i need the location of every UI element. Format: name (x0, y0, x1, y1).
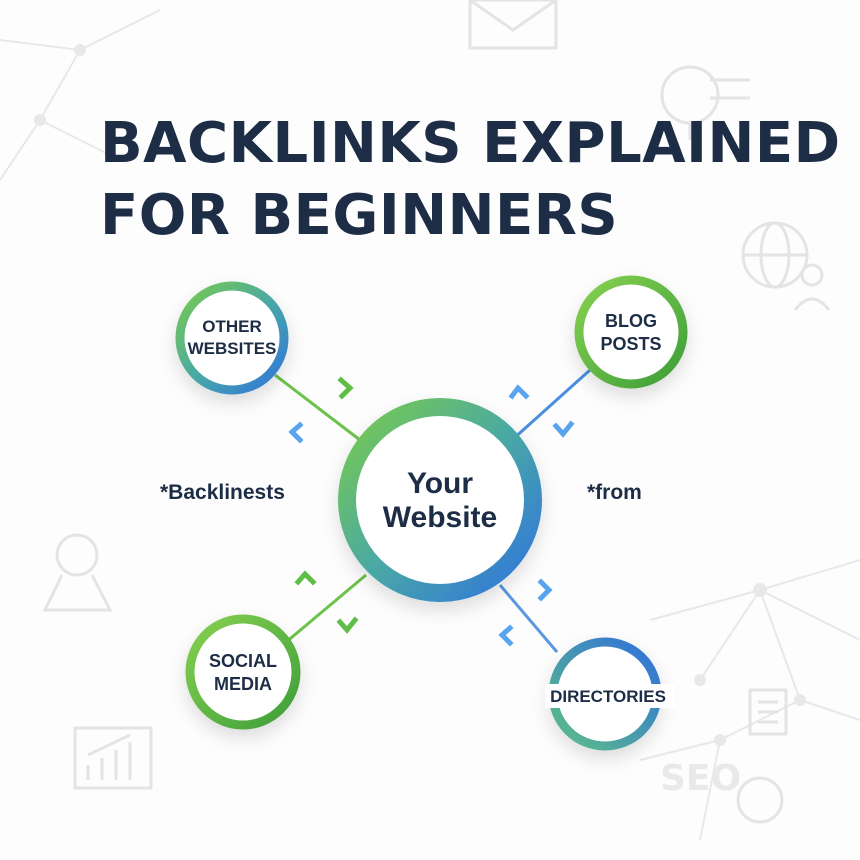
page-title: BACKLINKS EXPLAINED FOR BEGINNERS (100, 108, 841, 252)
chevron-right-icon (537, 578, 553, 602)
chevron-up-icon (294, 570, 317, 586)
center-label-line1: Your (407, 467, 473, 500)
chart-icon (73, 726, 153, 790)
connector-social-media (284, 573, 367, 645)
center-node-your-website: Your Website (338, 398, 542, 602)
node-label: SOCIAL (209, 651, 277, 671)
node-label: BLOG (605, 311, 657, 331)
magnifier-seo-icon (660, 65, 750, 140)
node-label: MEDIA (214, 674, 272, 694)
center-label-line2: Website (383, 501, 497, 534)
node-blog-posts: BLOG POSTS (574, 275, 688, 389)
node-social-media: SOCIAL MEDIA (185, 614, 301, 730)
envelope-icon (468, 0, 558, 50)
chevron-up-icon (508, 384, 530, 400)
connector-directories (498, 584, 559, 653)
node-directories: DIRECTORIES (545, 637, 675, 751)
chevron-left-icon (498, 624, 514, 647)
chevron-left-icon (288, 421, 304, 444)
chevron-right-icon (337, 376, 354, 400)
side-label-right: *from (587, 481, 642, 504)
map-icon (736, 776, 784, 824)
globe-user-icon (741, 221, 831, 311)
connector-blog-posts (510, 368, 592, 442)
title-line2: FOR BEGINNERS (100, 183, 619, 248)
node-label: POSTS (600, 334, 661, 354)
node-other-websites: OTHER WEBSITES (175, 281, 289, 395)
chevron-down-icon (552, 420, 575, 438)
seo-background-text: SEO (660, 758, 741, 799)
title-line1: BACKLINKS EXPLAINED (100, 111, 841, 176)
node-label: WEBSITES (188, 339, 277, 358)
connector-other-websites (274, 373, 361, 442)
chevron-down-icon (336, 616, 359, 634)
document-icon (748, 688, 788, 736)
node-label: DIRECTORIES (550, 687, 666, 706)
background-network (0, 9, 860, 841)
side-label-left: *Backlinests (160, 481, 285, 504)
node-label: OTHER (202, 317, 262, 336)
award-icon (42, 533, 113, 612)
